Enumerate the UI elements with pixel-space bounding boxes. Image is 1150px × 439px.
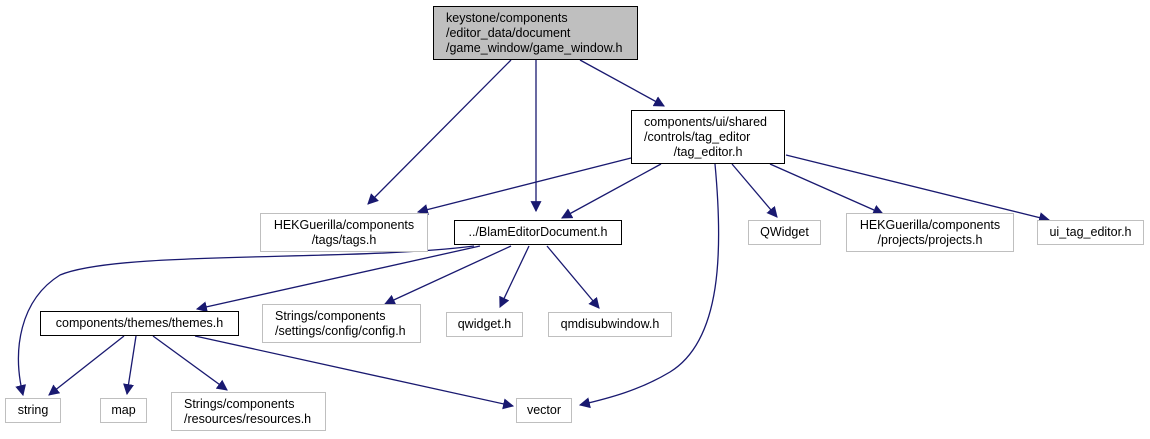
node-qwidget-class: QWidget xyxy=(748,220,821,245)
edge-themes-to-resources xyxy=(152,335,228,391)
node-label-line: HEKGuerilla/components xyxy=(859,217,1001,232)
node-label-line: HEKGuerilla/components xyxy=(273,217,415,232)
edge-themes-to-vector xyxy=(194,335,515,410)
node-config: Strings/components/settings/config/confi… xyxy=(262,304,421,343)
node-label-line: ../BlamEditorDocument.h xyxy=(468,225,608,239)
node-label-line: ui_tag_editor.h xyxy=(1049,225,1132,239)
node-label-line: vector xyxy=(526,403,562,417)
node-label-line: /tags/tags.h xyxy=(311,232,377,247)
node-label-line: /tag_editor.h xyxy=(673,144,743,159)
node-string: string xyxy=(5,398,61,423)
edge-tag_editor-to-ui_tag_editor xyxy=(785,154,1051,223)
node-game-window[interactable]: keystone/components/editor_data/document… xyxy=(433,6,638,60)
node-label-line: map xyxy=(111,403,136,417)
edge-themes-to-map xyxy=(123,335,137,396)
node-tag-editor[interactable]: components/ui/shared/controls/tag_editor… xyxy=(631,110,785,164)
edge-tag_editor-to-vector xyxy=(578,163,720,409)
edge-blam_editor_document-to-string xyxy=(15,245,475,397)
node-label-line: components/ui/shared xyxy=(644,114,767,129)
node-qmdisubwindow: qmdisubwindow.h xyxy=(548,312,672,337)
node-label-line: qwidget.h xyxy=(457,317,512,331)
node-label-line: qmdisubwindow.h xyxy=(560,317,660,331)
node-label-line: /editor_data/document xyxy=(446,25,571,40)
edge-themes-to-string xyxy=(48,335,125,396)
node-label-line: keystone/components xyxy=(446,10,568,25)
node-map: map xyxy=(100,398,147,423)
node-label-line: /resources/resources.h xyxy=(184,411,312,426)
node-label-line: QWidget xyxy=(760,225,809,239)
node-label-line: Strings/components xyxy=(275,308,386,323)
node-qwidget-h: qwidget.h xyxy=(446,312,523,337)
edge-game_window-to-tag_editor xyxy=(579,59,665,107)
edge-tag_editor-to-projects xyxy=(769,163,885,216)
node-label-line: /projects/projects.h xyxy=(877,232,983,247)
edge-tag_editor-to-qwidget_class xyxy=(731,163,778,218)
node-label-line: /game_window/game_window.h xyxy=(446,40,623,55)
node-label-line: components/themes/themes.h xyxy=(55,316,224,330)
node-vector: vector xyxy=(516,398,572,423)
edge-game_window-to-tags xyxy=(367,59,512,205)
node-ui-tag-editor: ui_tag_editor.h xyxy=(1037,220,1144,245)
node-themes[interactable]: components/themes/themes.h xyxy=(40,311,239,336)
edge-tag_editor-to-tags xyxy=(416,156,636,215)
edge-blam_editor_document-to-qwidget_h xyxy=(499,245,530,308)
node-label-line: /controls/tag_editor xyxy=(644,129,751,144)
node-label-line: /settings/config/config.h xyxy=(275,323,406,338)
node-resources: Strings/components/resources/resources.h xyxy=(171,392,326,431)
edge-blam_editor_document-to-qmdisubwindow xyxy=(546,245,600,309)
node-tags: HEKGuerilla/components/tags/tags.h xyxy=(260,213,428,252)
node-label-line: string xyxy=(17,403,49,417)
node-label-line: Strings/components xyxy=(184,396,295,411)
edge-blam_editor_document-to-config xyxy=(384,245,512,305)
edge-tag_editor-to-blam_editor_document xyxy=(561,163,662,219)
edge-blam_editor_document-to-themes xyxy=(195,245,481,313)
node-blam-editor-document[interactable]: ../BlamEditorDocument.h xyxy=(454,220,622,245)
node-projects: HEKGuerilla/components/projects/projects… xyxy=(846,213,1014,252)
